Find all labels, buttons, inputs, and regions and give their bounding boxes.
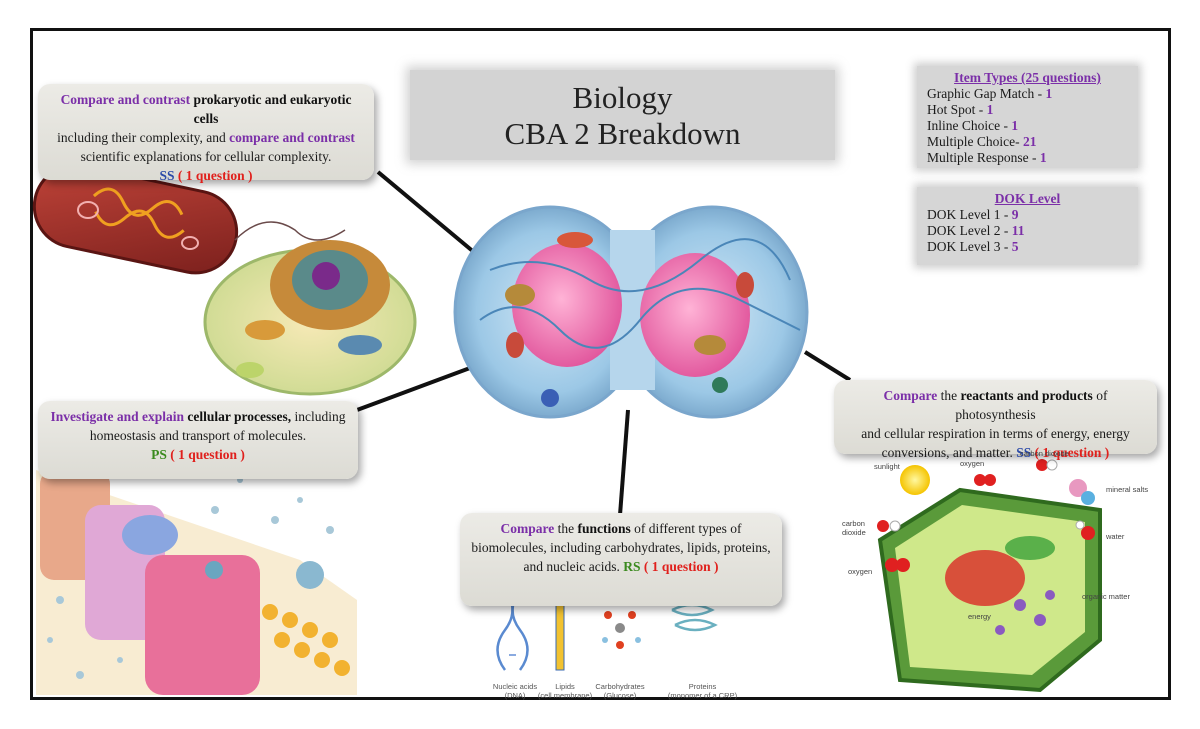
item-type-row: Graphic Gap Match - 1 bbox=[927, 86, 1053, 101]
label-oxygen-top: oxygen bbox=[960, 459, 985, 468]
biomolecules-standard-box: Compare the functions of different types… bbox=[460, 513, 782, 606]
item-type-row: Multiple Response - 1 bbox=[927, 150, 1047, 165]
label-organic-matter: organic matter bbox=[1082, 592, 1130, 601]
dividing-cell-illustration bbox=[453, 205, 809, 419]
label-sunlight: sunlight bbox=[874, 462, 900, 471]
connector-processes bbox=[356, 366, 471, 412]
item-type-row: Inline Choice - 1 bbox=[927, 118, 1019, 133]
connector-photosynthesis bbox=[803, 350, 852, 382]
item-type-row: Hot Spot - 1 bbox=[927, 102, 994, 117]
item-types-header: Item Types (25 questions) bbox=[954, 70, 1101, 85]
item-type-row: Multiple Choice- 21 bbox=[927, 134, 1037, 149]
dok-row: DOK Level 1 - 9 bbox=[927, 207, 1019, 222]
dok-row: DOK Level 2 - 11 bbox=[927, 223, 1025, 238]
label-lipids: Lipids(cell membrane) bbox=[537, 682, 593, 700]
label-water: water bbox=[1106, 532, 1125, 541]
plant-cell-illustration bbox=[877, 459, 1102, 693]
title-line-2: CBA 2 Breakdown bbox=[504, 116, 741, 151]
title-line-1: Biology bbox=[572, 80, 673, 115]
label-carbon-dioxide-top: carbon dioxide bbox=[1020, 449, 1069, 458]
prokaryote-illustration bbox=[32, 163, 346, 275]
item-types-panel: Item Types (25 questions) Graphic Gap Ma… bbox=[917, 66, 1138, 168]
label-carbohydrates: Carbohydrates(Glucose) bbox=[595, 682, 645, 700]
processes-standard-box: Investigate and explain cellular process… bbox=[38, 401, 358, 479]
photosynthesis-standard-box: Compare the reactants and products of ph… bbox=[834, 380, 1157, 460]
label-proteins: Proteins(monomer of a CRP) bbox=[667, 682, 738, 700]
connector-biomolecules bbox=[618, 409, 630, 516]
eukaryote-illustration bbox=[203, 240, 417, 396]
label-energy: energy bbox=[968, 612, 991, 621]
label-nucleic-acids: Nucleic acids(DNA) bbox=[492, 682, 538, 700]
dok-panel: DOK Level DOK Level 1 - 9 DOK Level 2 - … bbox=[917, 187, 1138, 265]
connector-cells bbox=[376, 170, 477, 255]
dok-row: DOK Level 3 - 5 bbox=[927, 239, 1019, 254]
cells-standard-box: Compare and contrast prokaryotic and euk… bbox=[38, 84, 374, 183]
membrane-illustration bbox=[36, 457, 357, 695]
label-mineral-salts: mineral salts bbox=[1106, 485, 1149, 494]
title-panel: Biology CBA 2 Breakdown bbox=[410, 70, 835, 160]
dok-header: DOK Level bbox=[994, 191, 1061, 206]
label-oxygen-left: oxygen bbox=[848, 567, 873, 576]
